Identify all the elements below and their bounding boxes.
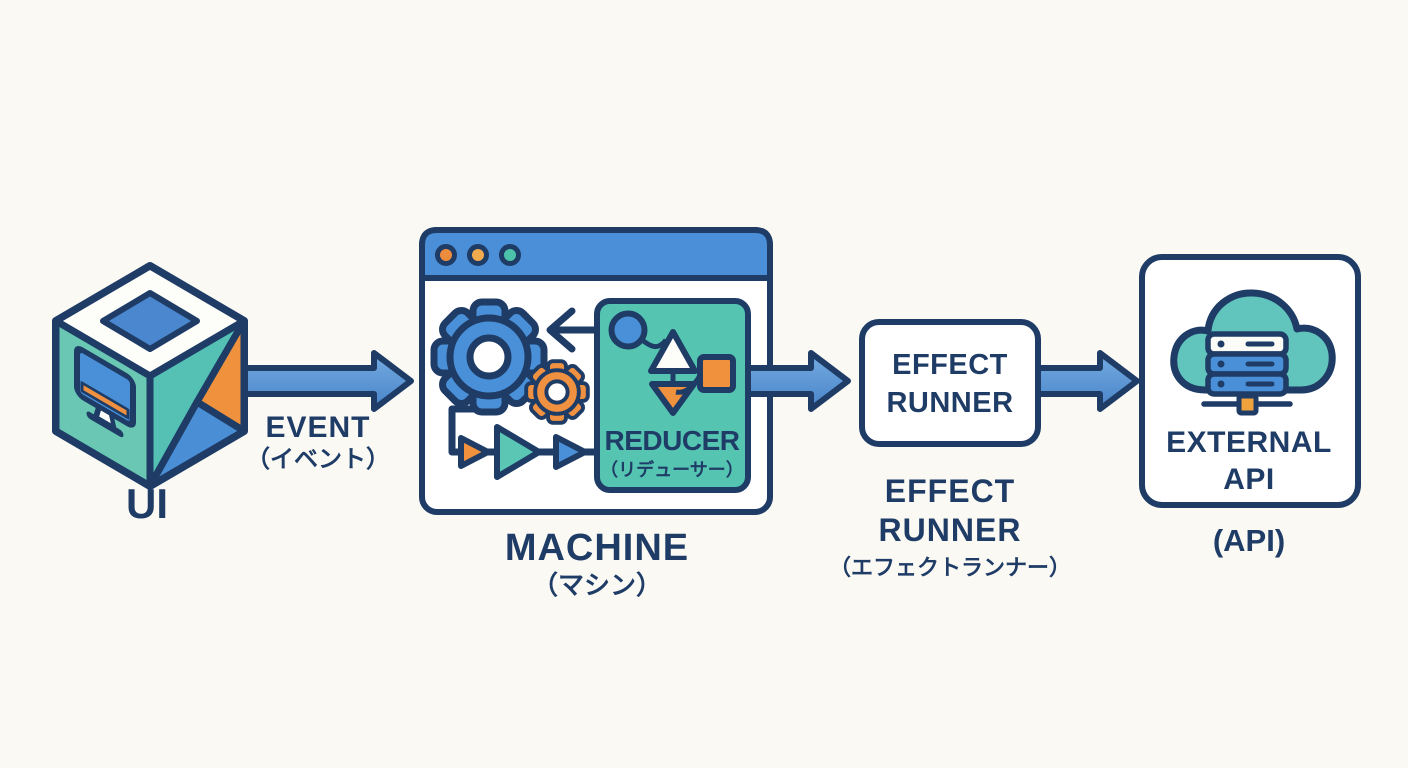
gear-small-icon xyxy=(524,359,590,425)
monitor-icon xyxy=(74,346,136,438)
ui-node: UI xyxy=(52,262,248,527)
triangle-up-icon xyxy=(648,329,698,374)
reducer-label-ja: （リデューサー） xyxy=(600,459,744,480)
effect-runner-box xyxy=(859,319,1041,447)
reducer-flowchart-icon xyxy=(608,310,736,416)
machine-caption-ja: （マシン） xyxy=(532,570,662,600)
external-api-caption-ja: (API) xyxy=(1213,523,1285,558)
reducer-label: REDUCER xyxy=(605,425,740,456)
cloud-server-icon xyxy=(1170,289,1336,416)
window-dot-teal-icon xyxy=(499,244,521,266)
diamond-icon xyxy=(100,290,200,352)
ui-caption: UI xyxy=(126,480,168,527)
window-dot-amber-icon xyxy=(467,244,489,266)
effect-runner-node: EFFECT RUNNER EFFECT RUNNER （エフェクトランナー） xyxy=(829,319,1071,580)
effect-runner-caption-2: RUNNER xyxy=(879,512,1022,548)
node-square-icon xyxy=(697,354,736,393)
arrow-runner-to-api-icon xyxy=(1035,350,1140,412)
reducer-panel: REDUCER （リデューサー） xyxy=(594,298,751,493)
flow-triangle-blue-icon xyxy=(553,434,588,470)
machine-caption: MACHINE xyxy=(505,527,689,569)
event-edge: EVENT （イベント） xyxy=(242,350,414,473)
node-circle-icon xyxy=(608,310,648,350)
external-api-label-2: API xyxy=(1223,463,1275,496)
effect-runner-caption-1: EFFECT xyxy=(885,473,1015,509)
network-connector-icon xyxy=(1201,393,1293,416)
effect-runner-box-label-2: RUNNER xyxy=(886,387,1013,419)
external-api-node: EXTERNAL API (API) xyxy=(1139,254,1361,558)
window-dot-orange-icon xyxy=(435,244,457,266)
machine-node: REDUCER （リデューサー） MACHINE （マシン） xyxy=(419,227,773,600)
arrow-machine-to-runner-icon xyxy=(745,350,851,412)
effect-runner-caption-ja: （エフェクトランナー） xyxy=(829,555,1071,580)
effect-runner-box-label-1: EFFECT xyxy=(892,349,1008,381)
server-stack-icon xyxy=(1205,331,1289,397)
flow-triangle-teal-icon xyxy=(494,424,542,480)
event-label: EVENT xyxy=(265,411,370,444)
flow-triangle-orange-icon xyxy=(458,435,491,469)
ui-cube-icon xyxy=(52,262,248,490)
external-api-label-1: EXTERNAL xyxy=(1166,426,1332,459)
flow-path xyxy=(448,386,602,480)
event-label-ja: （イベント） xyxy=(246,446,390,473)
arrow-ui-to-machine-icon xyxy=(242,350,414,412)
title-bar xyxy=(419,227,773,281)
